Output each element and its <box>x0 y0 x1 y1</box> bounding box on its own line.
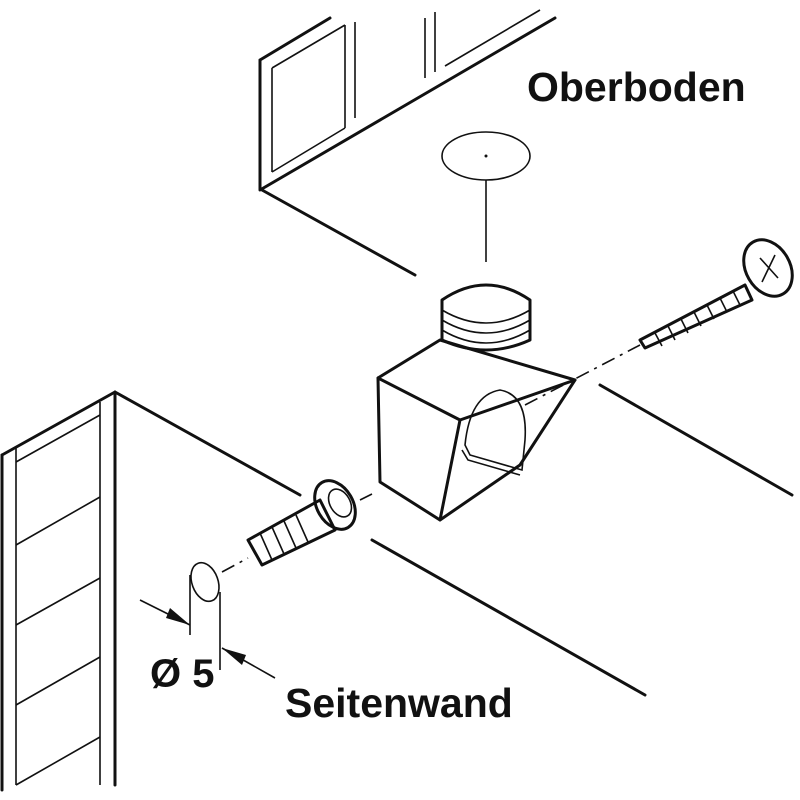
wood-screw <box>524 238 794 406</box>
connector-block <box>376 283 577 522</box>
top-panel <box>258 9 557 277</box>
dimension-5mm <box>139 561 276 679</box>
label-diameter: Ø 5 <box>150 652 215 696</box>
edge-line <box>598 383 794 497</box>
dowel <box>221 479 373 573</box>
side-panel <box>0 390 647 792</box>
label-side-panel: Seitenwand <box>285 680 513 726</box>
label-top-panel: Oberboden <box>527 64 746 110</box>
